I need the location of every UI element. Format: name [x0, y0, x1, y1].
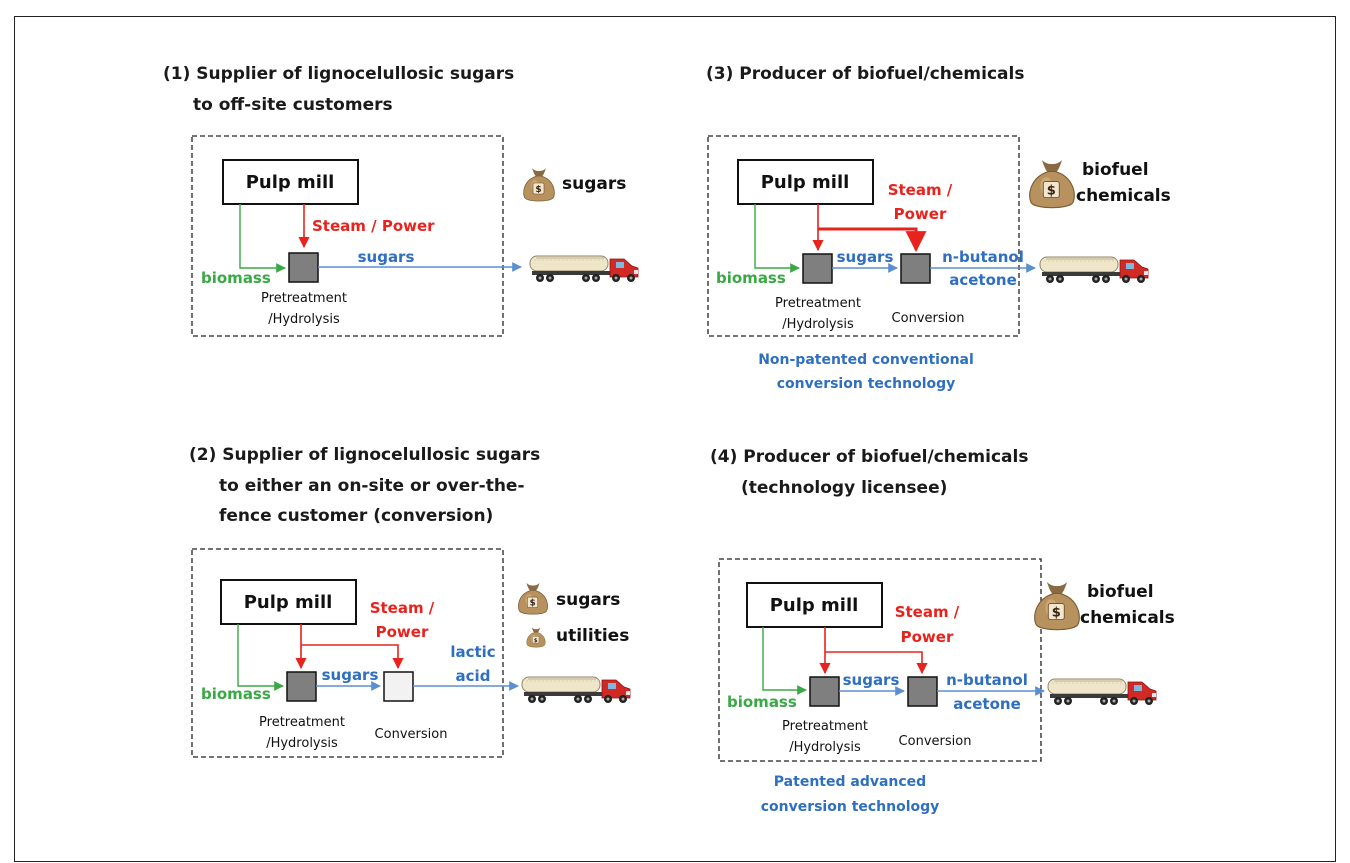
panel-2-pretreatment-label-2: /Hydrolysis	[266, 736, 338, 751]
panel-2-pulp-mill-box	[220, 579, 357, 625]
panel-2-steam-label-1: Steam /	[370, 599, 435, 617]
panel-2: (2) Supplier of lignocelullosic sugars t…	[189, 445, 631, 758]
panel-1: (1) Supplier of lignocelullosic sugars t…	[163, 64, 639, 337]
panel-3-biomass-arrow	[754, 204, 800, 273]
panel-3-output-2: chemicals	[1076, 186, 1171, 206]
panel-3-steam-label-1: Steam /	[888, 181, 953, 199]
panel-3-product-label-1: n-butanol	[942, 248, 1024, 266]
panel-4-output-2: chemicals	[1080, 608, 1175, 628]
panel-4-product-label-2: acetone	[953, 695, 1021, 713]
panel-1-title-line2: to off-site customers	[193, 95, 393, 115]
panel-4-title-line2: (technology licensee)	[741, 478, 947, 498]
panel-1-biomass-arrow	[239, 204, 286, 273]
panel-1-pulp-mill-box	[222, 159, 359, 205]
panel-2-output-1: sugars	[556, 590, 620, 610]
panel-4-biomass-arrow	[762, 627, 807, 695]
panel-4-steam-label-1: Steam /	[895, 603, 960, 621]
panel-4-pulp-mill-box	[746, 582, 883, 628]
panel-3-pretreatment-label-2: /Hydrolysis	[782, 317, 854, 332]
panel-4-product-label-1: n-butanol	[946, 671, 1028, 689]
panel-3-pretreatment-label-1: Pretreatment	[775, 296, 861, 311]
panel-2-output-2: utilities	[556, 626, 629, 646]
panel-1-title-line1: (1) Supplier of lignocelullosic sugars	[163, 64, 514, 84]
panel-2-steam-branch-arrow	[301, 644, 404, 670]
panel-3-technology-line2: conversion technology	[777, 376, 956, 392]
money-bag-icon	[517, 582, 549, 615]
panel-4-technology-line2: conversion technology	[761, 799, 940, 815]
panel-4-conversion-unit	[907, 676, 938, 707]
money-bag-icon	[1033, 581, 1081, 631]
panel-4-stream-label: sugars	[843, 671, 900, 689]
panel-4-boundary	[718, 558, 1042, 762]
panel-1-steam-label: Steam / Power	[312, 217, 435, 235]
panel-3-biomass-label: biomass	[716, 269, 786, 287]
panel-2-pretreatment-label-1: Pretreatment	[259, 715, 345, 730]
panel-2-steam-label-2: Power	[376, 623, 429, 641]
panel-3-technology-line1: Non-patented conventional	[758, 352, 974, 368]
panel-1-output-1: sugars	[562, 174, 626, 194]
panel-4-steam-label-2: Power	[901, 628, 954, 646]
panel-4-biomass-label: biomass	[727, 693, 797, 711]
panel-4-technology-line1: Patented advanced	[774, 774, 926, 790]
panel-3-stream-label: sugars	[837, 248, 894, 266]
panel-3-pretreatment-unit	[802, 253, 833, 284]
panel-1-pretreatment-label-2: /Hydrolysis	[268, 312, 340, 327]
panel-1-boundary	[191, 135, 504, 337]
panel-4-output-1: biofuel	[1087, 582, 1154, 602]
tanker-truck-icon	[1047, 678, 1157, 706]
money-bag-icon	[523, 167, 555, 202]
panel-4-pretreatment-label-1: Pretreatment	[782, 719, 868, 734]
panel-4-title-line1: (4) Producer of biofuel/chemicals	[710, 447, 1028, 467]
panel-3-output-1: biofuel	[1082, 160, 1149, 180]
panel-2-title-line1: (2) Supplier of lignocelullosic sugars	[189, 445, 540, 465]
panel-3-steam-label-2: Power	[894, 205, 947, 223]
panel-1-pretreatment-unit	[288, 252, 319, 283]
panel-1-stream-label: sugars	[358, 248, 415, 266]
panel-4-pretreatment-unit	[809, 676, 840, 707]
money-bag-icon	[526, 627, 546, 648]
panel-2-boundary	[191, 548, 504, 758]
panel-3-conversion-unit	[900, 253, 931, 284]
panel-3-pulp-mill-box	[737, 159, 874, 205]
panel-2-title-line3: fence customer (conversion)	[219, 506, 493, 526]
panel-2-stream-label: sugars	[322, 666, 379, 684]
panel-2-product-label-2: acid	[456, 667, 491, 685]
panel-2-biomass-arrow	[237, 624, 284, 691]
panel-1-pulp-mill-label: Pulp mill	[246, 172, 335, 193]
panel-2-product-label-1: lactic	[450, 643, 495, 661]
panel-2-pretreatment-unit	[286, 671, 317, 702]
panel-3-steam-branch-arrow	[818, 227, 927, 253]
tanker-truck-icon	[1039, 256, 1149, 284]
panel-1-pretreatment-label-1: Pretreatment	[261, 291, 347, 306]
tanker-truck-icon	[521, 676, 631, 704]
panel-2-conversion-label: Conversion	[375, 727, 448, 742]
tanker-truck-icon	[529, 255, 639, 283]
panel-2-pulp-mill-label: Pulp mill	[244, 592, 333, 613]
panel-4-steam-branch-arrow	[825, 651, 928, 675]
panel-3-boundary	[707, 135, 1020, 337]
panel-1-biomass-label: biomass	[201, 269, 271, 287]
panel-4-pulp-mill-label: Pulp mill	[770, 595, 859, 616]
figure-frame	[14, 16, 1336, 862]
panel-3-product-label-2: acetone	[949, 271, 1017, 289]
panel-2-biomass-label: biomass	[201, 685, 271, 703]
panel-4-pretreatment-label-2: /Hydrolysis	[789, 740, 861, 755]
panel-2-conversion-unit	[383, 671, 414, 702]
panel-3: (3) Producer of biofuel/chemicals Pulp m…	[706, 64, 1171, 392]
panel-4-conversion-label: Conversion	[899, 734, 972, 749]
panel-3-conversion-label: Conversion	[892, 311, 965, 326]
panel-3-pulp-mill-label: Pulp mill	[761, 172, 850, 193]
money-bag-icon	[1028, 159, 1076, 209]
panel-2-title-line2: to either an on-site or over-the-	[219, 476, 525, 496]
panel-4: (4) Producer of biofuel/chemicals (techn…	[710, 447, 1175, 815]
panel-3-title-line1: (3) Producer of biofuel/chemicals	[706, 64, 1024, 84]
